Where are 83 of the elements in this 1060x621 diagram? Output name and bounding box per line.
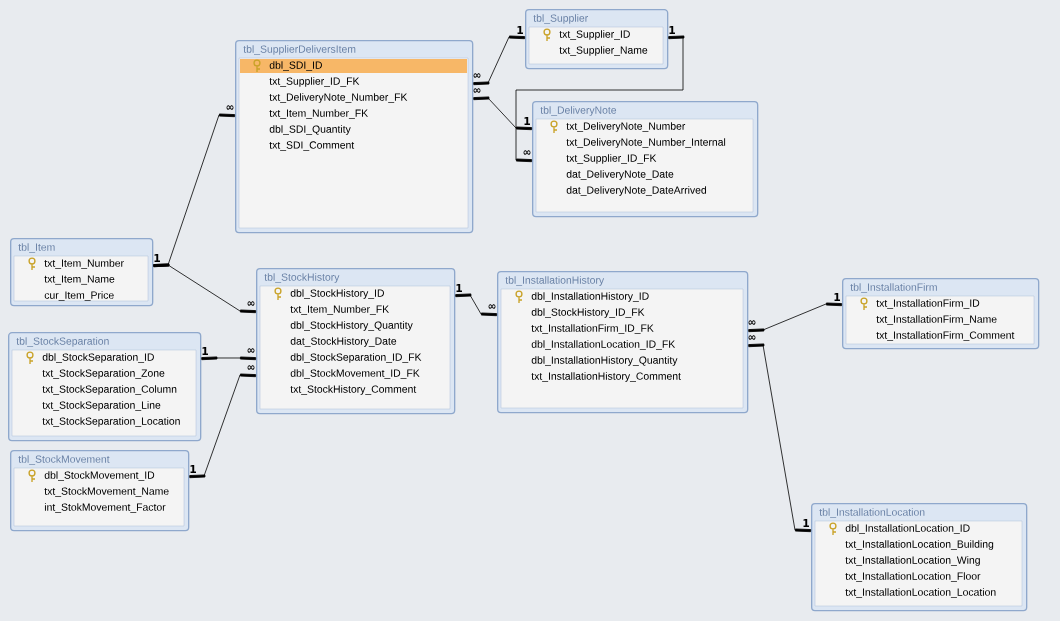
cardinality-mark: ∞ bbox=[226, 105, 234, 110]
table-title: tbl_Item bbox=[18, 243, 55, 253]
field-name: txt_DeliveryNote_Number_FK bbox=[269, 93, 408, 103]
cardinality-mark: 1 bbox=[202, 347, 208, 355]
field-name: dbl_SDI_ID bbox=[269, 61, 322, 71]
cardinality-mark: 1 bbox=[190, 465, 196, 473]
field-name: dat_StockHistory_Date bbox=[290, 337, 397, 347]
cardinality-mark: ∞ bbox=[473, 73, 481, 78]
field-name: txt_InstallationLocation_Wing bbox=[845, 556, 980, 566]
field-name: txt_StockMovement_Name bbox=[44, 487, 169, 497]
field-name: dbl_StockMovement_ID bbox=[44, 471, 155, 481]
field-name: dbl_SDI_Quantity bbox=[269, 125, 351, 135]
table-title: tbl_StockMovement bbox=[18, 455, 110, 465]
cardinality-mark: ∞ bbox=[748, 335, 756, 340]
field-name: txt_InstallationHistory_Comment bbox=[531, 372, 681, 382]
cardinality-mark: ∞ bbox=[488, 304, 496, 309]
field-name: dbl_StockHistory_ID bbox=[290, 289, 384, 299]
field-name: dbl_StockMovement_ID_FK bbox=[290, 369, 420, 379]
field-name: dbl_InstallationLocation_ID bbox=[845, 524, 970, 534]
table-title: tbl_StockSeparation bbox=[16, 337, 109, 347]
field-name: dbl_StockHistory_ID_FK bbox=[531, 308, 645, 318]
cardinality-mark: 1 bbox=[154, 254, 160, 262]
field-name: txt_InstallationFirm_Comment bbox=[876, 331, 1015, 341]
table-title: tbl_InstallationLocation bbox=[819, 508, 925, 518]
field-name: txt_DeliveryNote_Number bbox=[566, 122, 686, 132]
cardinality-mark: ∞ bbox=[748, 320, 756, 325]
field-name: txt_Item_Number bbox=[44, 259, 124, 269]
relationship-line bbox=[189, 373, 257, 479]
field-name: txt_InstallationFirm_Name bbox=[876, 315, 997, 325]
field-name: txt_Supplier_ID bbox=[559, 30, 630, 40]
field-name: txt_InstallationFirm_ID bbox=[876, 299, 980, 309]
cardinality-mark: ∞ bbox=[523, 150, 531, 155]
field-name: dbl_StockHistory_Quantity bbox=[290, 321, 413, 331]
field-name: txt_Item_Number_FK bbox=[269, 109, 368, 119]
field-name: txt_StockHistory_Comment bbox=[290, 385, 417, 395]
table-title: tbl_SupplierDeliversItem bbox=[243, 45, 356, 55]
field-name: dbl_StockSeparation_ID_FK bbox=[290, 353, 422, 363]
field-name: txt_StockSeparation_Zone bbox=[42, 369, 165, 379]
cardinality-mark: 1 bbox=[834, 293, 840, 301]
field-name: int_StokMovement_Factor bbox=[44, 503, 166, 513]
relationship-line bbox=[455, 293, 498, 317]
cardinality-mark: 1 bbox=[803, 519, 809, 527]
field-name: dbl_InstallationHistory_ID bbox=[531, 292, 649, 302]
relationship-line bbox=[748, 343, 812, 533]
cardinality-mark: ∞ bbox=[247, 365, 255, 370]
field-name: txt_StockSeparation_Column bbox=[42, 385, 177, 395]
cardinality-mark: 1 bbox=[517, 26, 523, 34]
relationship-line bbox=[748, 302, 843, 333]
field-name: txt_StockSeparation_Location bbox=[42, 417, 180, 427]
field-name: txt_InstallationLocation_Location bbox=[845, 588, 996, 598]
field-name: txt_StockSeparation_Line bbox=[42, 401, 161, 411]
relationship-line bbox=[473, 96, 533, 131]
field-name: txt_InstallationFirm_ID_FK bbox=[531, 324, 654, 334]
field-name: txt_Supplier_ID_FK bbox=[269, 77, 360, 87]
table-title: tbl_Supplier bbox=[533, 14, 588, 24]
field-name: txt_InstallationLocation_Building bbox=[845, 540, 994, 550]
field-name: txt_InstallationLocation_Floor bbox=[845, 572, 981, 582]
cardinality-mark: 1 bbox=[524, 117, 530, 125]
field-name: dbl_StockSeparation_ID bbox=[42, 353, 154, 363]
field-name: dat_DeliveryNote_Date bbox=[566, 170, 674, 180]
table-title: tbl_InstallationHistory bbox=[505, 276, 605, 286]
field-name: dbl_InstallationLocation_ID_FK bbox=[531, 340, 676, 350]
cardinality-mark: ∞ bbox=[247, 348, 255, 353]
relationship-line bbox=[473, 35, 526, 86]
cardinality-mark: 1 bbox=[669, 26, 675, 34]
field-name: txt_DeliveryNote_Number_Internal bbox=[566, 138, 726, 148]
field-name: txt_Supplier_Name bbox=[559, 46, 648, 56]
field-name: dbl_InstallationHistory_Quantity bbox=[531, 356, 678, 366]
cardinality-mark: ∞ bbox=[247, 301, 255, 306]
field-name: txt_Item_Name bbox=[44, 275, 115, 285]
relationship-line bbox=[153, 263, 257, 314]
field-name: txt_Supplier_ID_FK bbox=[566, 154, 657, 164]
cardinality-mark: 1 bbox=[456, 284, 462, 292]
table-title: tbl_InstallationFirm bbox=[850, 283, 937, 293]
cardinality-mark: ∞ bbox=[473, 88, 481, 93]
table-title: tbl_DeliveryNote bbox=[540, 106, 617, 116]
relationship-line bbox=[201, 356, 257, 361]
table-title: tbl_StockHistory bbox=[264, 273, 340, 283]
field-name: txt_SDI_Comment bbox=[269, 141, 355, 151]
field-name: dat_DeliveryNote_DateArrived bbox=[566, 186, 707, 196]
field-name: cur_Item_Price bbox=[44, 291, 114, 301]
field-name: txt_Item_Number_FK bbox=[290, 305, 389, 315]
relationship-line bbox=[515, 35, 685, 163]
